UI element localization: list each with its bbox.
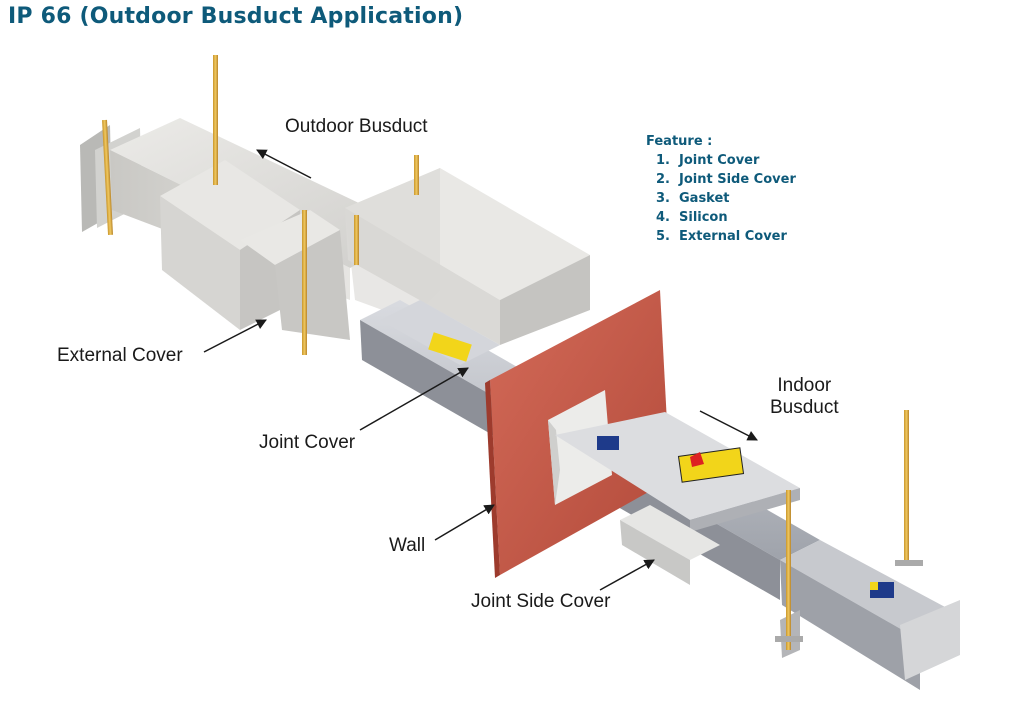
label-joint-side-cover: Joint Side Cover bbox=[471, 591, 611, 612]
callout-arrows bbox=[203, 149, 758, 591]
page-title: IP 66 (Outdoor Busduct Application) bbox=[8, 4, 464, 29]
label-indoor-line2: Busduct bbox=[770, 397, 839, 418]
feature-item: 2.Joint Side Cover bbox=[656, 172, 796, 187]
feature-item: 5.External Cover bbox=[656, 229, 787, 244]
arrow-outdoor-busduct bbox=[256, 149, 312, 179]
arrow-joint-side-cover bbox=[599, 559, 655, 591]
external-cover bbox=[345, 168, 590, 345]
arrow-joint-cover bbox=[359, 367, 469, 431]
label-indoor-busduct: Indoor Busduct bbox=[770, 375, 839, 419]
label-external-cover: External Cover bbox=[57, 345, 183, 366]
label-outdoor-busduct: Outdoor Busduct bbox=[285, 116, 428, 137]
feature-list: Feature : 1.Joint Cover 2.Joint Side Cov… bbox=[646, 134, 796, 248]
label-wall: Wall bbox=[389, 535, 426, 556]
feature-item: 4.Silicon bbox=[656, 210, 728, 225]
hanger-rods bbox=[102, 55, 923, 650]
feature-item: 1.Joint Cover bbox=[656, 153, 760, 168]
label-joint-cover: Joint Cover bbox=[259, 432, 356, 453]
arrow-indoor-busduct bbox=[699, 410, 758, 441]
feature-item: 3.Gasket bbox=[656, 191, 730, 206]
feature-heading: Feature : bbox=[646, 134, 713, 149]
arrow-external-cover bbox=[203, 319, 267, 353]
arrow-wall bbox=[434, 504, 495, 541]
label-indoor-line1: Indoor bbox=[777, 375, 832, 396]
indoor-busduct bbox=[555, 412, 960, 680]
